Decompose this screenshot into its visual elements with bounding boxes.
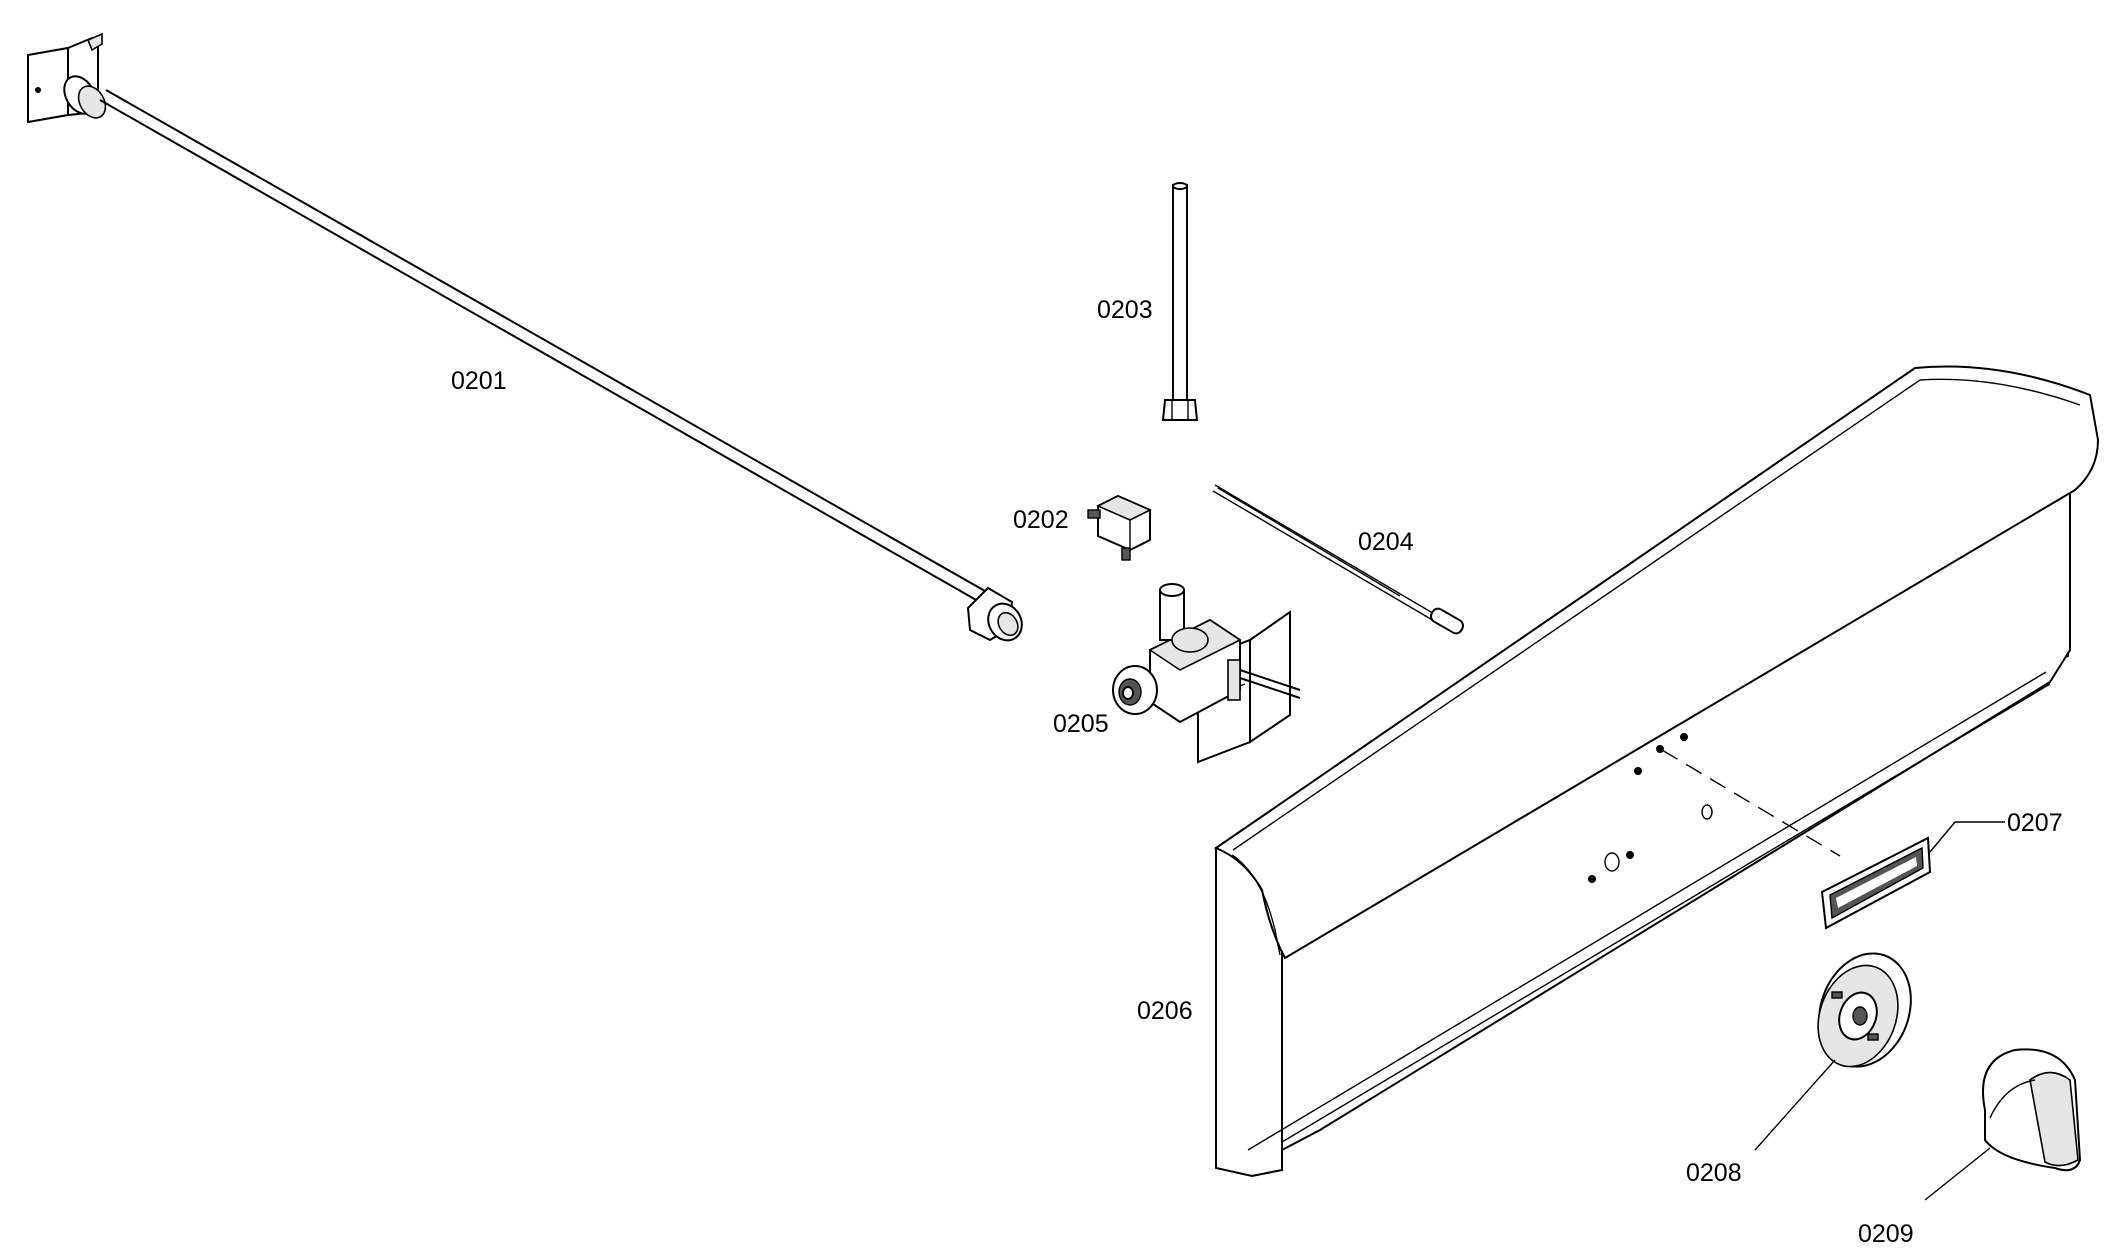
tube-bracket bbox=[27, 46, 69, 124]
label-0201: 0201 bbox=[451, 367, 507, 395]
part-0208-knob-bezel bbox=[1817, 952, 1912, 1068]
label-0205: 0205 bbox=[1053, 710, 1109, 738]
part-labels: 0201 0202 0203 0204 0205 0206 0207 0208 … bbox=[451, 296, 2063, 1248]
leader-0209 bbox=[1924, 1147, 1991, 1201]
label-0204: 0204 bbox=[1358, 528, 1414, 556]
part-0202-switch bbox=[1087, 494, 1152, 561]
label-0203: 0203 bbox=[1097, 296, 1153, 324]
part-0205-gas-valve bbox=[1112, 583, 1301, 764]
label-0207: 0207 bbox=[2007, 809, 2063, 837]
label-0209: 0209 bbox=[1858, 1220, 1914, 1248]
part-0201-gas-tube bbox=[27, 32, 1023, 642]
leader-lines bbox=[1754, 821, 2005, 1201]
part-0206-control-panel bbox=[1213, 365, 2100, 1178]
part-0204-probe-wire bbox=[1212, 484, 1465, 635]
label-0202: 0202 bbox=[1013, 506, 1069, 534]
label-0208: 0208 bbox=[1686, 1159, 1742, 1187]
part-0207-nameplate bbox=[1820, 836, 1932, 930]
leader-0208 bbox=[1754, 1059, 1836, 1151]
part-0203-rod bbox=[1161, 182, 1199, 421]
label-0206: 0206 bbox=[1137, 997, 1193, 1025]
part-0209-control-knob bbox=[1982, 1048, 2082, 1172]
